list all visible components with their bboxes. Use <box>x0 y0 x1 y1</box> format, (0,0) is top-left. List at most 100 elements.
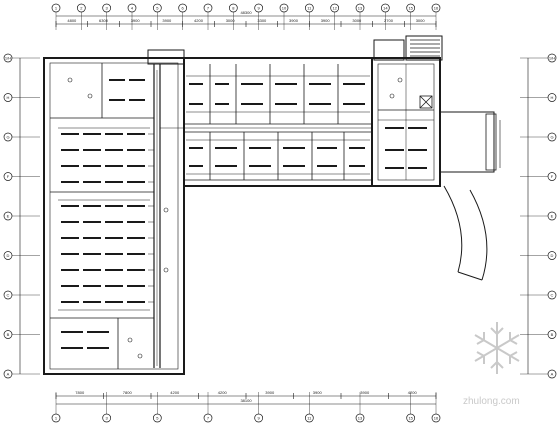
ceiling-light <box>87 93 93 99</box>
dimension-label: 3000 <box>352 18 362 23</box>
fluorescent-lamp <box>105 221 123 223</box>
fluorescent-lamp <box>349 147 365 149</box>
fluorescent-lamp <box>127 285 145 287</box>
fluorescent-lamp <box>385 149 404 151</box>
circuit-line <box>186 75 370 175</box>
fluorescent-lamp <box>283 165 305 167</box>
axis-bubble: 6 <box>178 3 188 13</box>
fluorescent-lamp <box>189 147 203 149</box>
dimension-label: 7800 <box>123 390 133 395</box>
fluorescent-lamp <box>127 253 145 255</box>
axis-bubble: 3 <box>102 3 112 13</box>
svg-text:7: 7 <box>207 6 210 11</box>
axis-bubble: 4 <box>127 3 137 13</box>
fluorescent-lamp <box>105 285 123 287</box>
axis-bubble: C <box>3 290 13 300</box>
fluorescent-lamp <box>83 149 101 151</box>
svg-text:15: 15 <box>408 6 413 11</box>
fluorescent-lamp <box>385 167 404 169</box>
svg-text:15: 15 <box>408 416 413 421</box>
axis-bubble: G <box>3 132 13 142</box>
fluorescent-lamp <box>127 149 145 151</box>
axis-bubble: 1 <box>51 413 61 423</box>
fluorescent-lamp <box>283 147 305 149</box>
svg-text:10: 10 <box>282 6 287 11</box>
fluorescent-lamp <box>61 181 79 183</box>
axis-bubble: 7 <box>203 3 213 13</box>
dimension-label: 3000 <box>416 18 426 23</box>
fluorescent-lamp <box>83 221 101 223</box>
watermark-text: zhulong.com <box>463 396 520 407</box>
fluorescent-lamp <box>61 237 79 239</box>
svg-text:H: H <box>7 95 10 100</box>
fluorescent-lamp <box>105 269 123 271</box>
svg-text:13: 13 <box>358 6 363 11</box>
fluorescent-lamp <box>83 181 101 183</box>
fluorescent-lamp <box>61 221 79 223</box>
svg-text:F: F <box>551 174 554 179</box>
fluorescent-lamp <box>105 205 123 207</box>
dimension-label: 4200 <box>218 390 228 395</box>
svg-text:H: H <box>551 95 554 100</box>
svg-text:13: 13 <box>358 416 363 421</box>
axis-bubble: E <box>547 211 557 221</box>
axis-bubble: F <box>3 172 13 181</box>
dimension-label: 3900 <box>313 390 323 395</box>
fluorescent-lamp <box>61 301 79 303</box>
fluorescent-lamp <box>61 331 83 333</box>
fluorescent-lamp <box>129 99 145 101</box>
fluorescent-lamp <box>105 133 123 135</box>
fluorescent-lamp <box>61 269 79 271</box>
fluorescent-lamp <box>87 347 109 349</box>
dimension-label: 4200 <box>408 390 418 395</box>
fluorescent-lamp <box>61 347 83 349</box>
fluorescent-lamp <box>83 285 101 287</box>
axis-bubble: H <box>547 93 557 102</box>
svg-text:4: 4 <box>131 6 134 11</box>
dimension-label: 3900 <box>162 18 172 23</box>
fluorescent-lamp <box>317 147 337 149</box>
axis-bubble: 7 <box>203 413 213 423</box>
fluorescent-lamp <box>61 133 79 135</box>
fluorescent-lamp <box>87 331 109 333</box>
axis-bubble: 15 <box>406 3 416 13</box>
fluorescent-lamp <box>215 147 237 149</box>
svg-text:1: 1 <box>55 6 58 11</box>
fluorescent-lamp <box>61 253 79 255</box>
ceiling-light <box>163 267 169 273</box>
fluorescent-lamp <box>189 165 203 167</box>
fluorescent-lamp <box>61 205 79 207</box>
fluorescent-lamp <box>309 83 331 85</box>
fluorescent-lamp <box>83 301 101 303</box>
dimension-label: 3000 <box>226 18 236 23</box>
circuit-line <box>58 127 150 311</box>
ceiling-light <box>163 207 169 213</box>
svg-text:11: 11 <box>307 416 312 421</box>
svg-text:11: 11 <box>307 6 312 11</box>
axis-bubble: 16 <box>431 413 441 423</box>
fluorescent-lamp <box>349 165 365 167</box>
svg-text:9: 9 <box>258 6 261 11</box>
svg-text:16: 16 <box>434 416 439 421</box>
axis-bubble: B <box>547 330 557 339</box>
fluorescent-lamp <box>241 103 263 105</box>
dimension-label: 3900 <box>265 390 275 395</box>
fluorescent-lamp <box>83 237 101 239</box>
fluorescent-lamp <box>127 133 145 135</box>
fluorescent-lamp <box>249 147 271 149</box>
axis-bubble: 1/H <box>547 53 557 63</box>
axis-bubble: 13 <box>355 3 365 13</box>
axis-bubble: D <box>547 251 557 260</box>
fluorescent-lamp <box>189 83 203 85</box>
dimension-total: 38100 <box>240 398 252 403</box>
fluorescent-lamp <box>83 165 101 167</box>
dimension-label: 6300 <box>99 18 109 23</box>
fluorescent-lamp <box>343 83 365 85</box>
axis-bubble: F <box>547 172 557 181</box>
fluorescent-lamp <box>129 79 145 81</box>
axis-bubble: 9 <box>254 3 264 13</box>
